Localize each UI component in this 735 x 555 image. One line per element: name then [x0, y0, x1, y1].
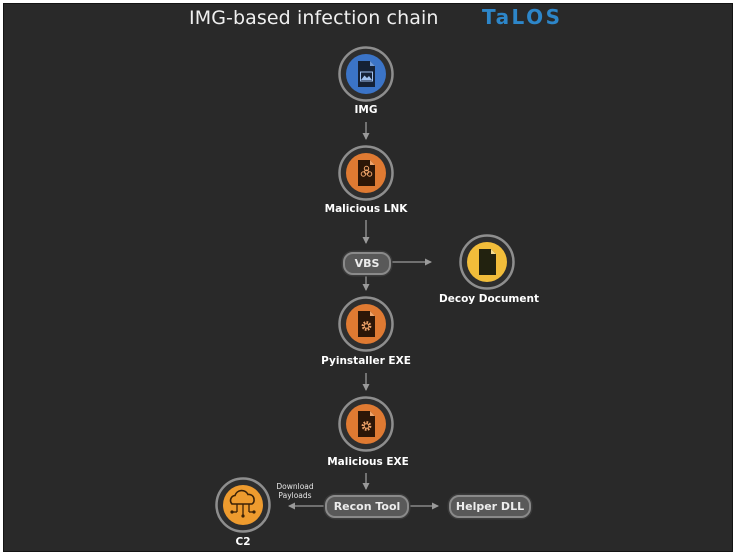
note-line-1: Download [276, 482, 314, 491]
node-c2 [215, 477, 271, 533]
node-label-decoy-document: Decoy Document [439, 293, 539, 305]
diagram-title: IMG-based infection chain [189, 7, 439, 29]
document-file-icon [479, 249, 496, 275]
node-pyinstaller-exe [338, 296, 394, 352]
node-malicious-exe [338, 396, 394, 452]
vbs-pill: VBS [343, 252, 391, 275]
connectors [288, 122, 439, 510]
node-malicious-lnk [338, 145, 394, 201]
helper-dll-pill: Helper DLL [449, 495, 531, 518]
node-label-img: IMG [354, 104, 378, 116]
biohazard-file-icon [358, 160, 375, 186]
node-label-malicious-exe: Malicious EXE [327, 456, 409, 468]
note-line-2: Payloads [278, 491, 312, 500]
image-file-icon [358, 61, 375, 87]
cloud-network-icon [229, 489, 256, 518]
talos-logo: TaLOS [482, 5, 563, 29]
download-payloads-note: Download Payloads [271, 482, 319, 500]
recon-tool-pill: Recon Tool [325, 495, 409, 518]
gear-file-icon [358, 411, 375, 437]
node-label-pyinstaller-exe: Pyinstaller EXE [321, 355, 411, 367]
node-img [338, 46, 394, 102]
gear-file-icon [358, 311, 375, 337]
node-decoy-document [459, 234, 515, 290]
node-label-c2: C2 [235, 536, 251, 548]
node-label-malicious-lnk: Malicious LNK [324, 203, 408, 215]
